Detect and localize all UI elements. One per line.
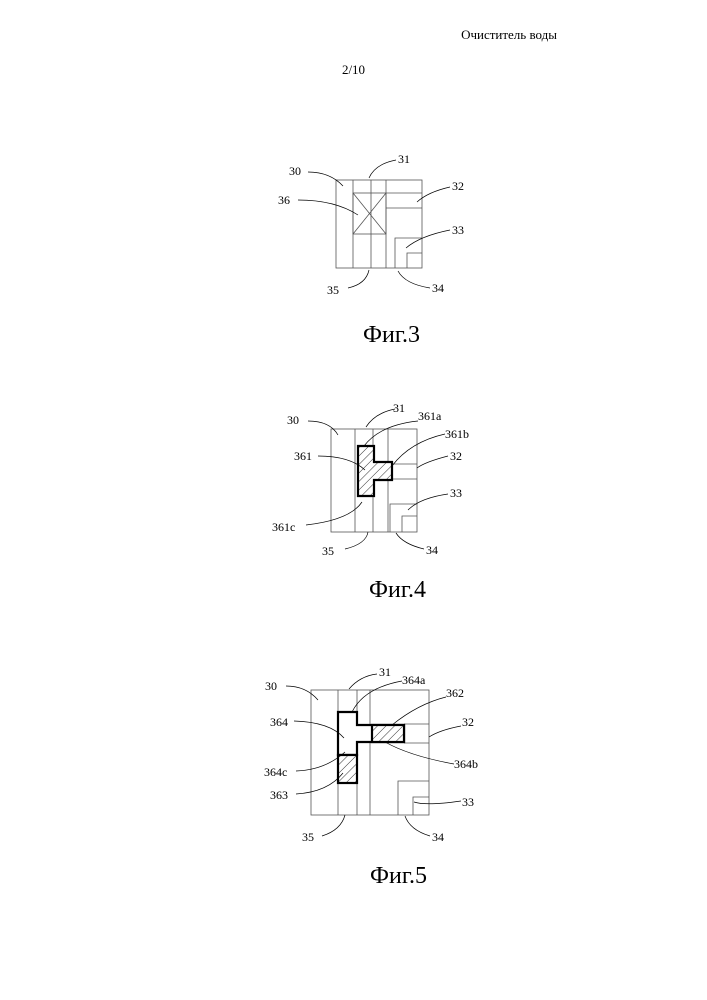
fig4-label-35: 35 xyxy=(322,544,334,558)
fig3-body xyxy=(336,180,422,268)
fig4-label-33: 33 xyxy=(450,486,462,500)
fig3-label-35: 35 xyxy=(327,283,339,297)
fig3-label-32: 32 xyxy=(452,179,464,193)
figure-3-caption: Фиг.3 xyxy=(38,322,707,349)
fig5-label-364b: 364b xyxy=(454,757,478,771)
fig4-label-32: 32 xyxy=(450,449,462,463)
figure-4-caption: Фиг.4 xyxy=(44,577,707,604)
fig5-label-364a: 364a xyxy=(402,673,426,687)
fig5-label-364: 364 xyxy=(270,715,288,729)
fig3-label-30: 30 xyxy=(289,164,301,178)
fig5-label-31: 31 xyxy=(379,665,391,679)
fig5-label-364c: 364c xyxy=(264,765,287,779)
fig5-label-35: 35 xyxy=(302,830,314,844)
fig5-hatched-block-363 xyxy=(338,755,357,783)
fig3-leaders xyxy=(298,160,450,288)
fig5-label-34: 34 xyxy=(432,830,444,844)
fig5-body xyxy=(311,690,429,815)
page-number: 2/10 xyxy=(0,62,707,78)
fig3-label-33: 33 xyxy=(452,223,464,237)
fig5-leaders xyxy=(286,674,461,836)
fig5-label-33: 33 xyxy=(462,795,474,809)
fig4-label-30: 30 xyxy=(287,413,299,427)
fig5-hatched-block-362 xyxy=(372,725,404,742)
figure-4-drawing: 30 31 361a 361b 361 32 33 361c 35 34 xyxy=(0,390,707,570)
fig3-label-34: 34 xyxy=(432,281,444,295)
fig5-label-363: 363 xyxy=(270,788,288,802)
figure-3-drawing: 30 31 32 36 33 35 34 xyxy=(0,140,707,310)
fig3-label-31: 31 xyxy=(398,152,410,166)
fig4-label-361a: 361a xyxy=(418,409,442,423)
document-title: Очиститель воды xyxy=(461,27,557,43)
fig5-label-32: 32 xyxy=(462,715,474,729)
fig4-label-361: 361 xyxy=(294,449,312,463)
figure-5-drawing: 30 31 364a 362 364 32 364c 364b 363 33 3… xyxy=(0,655,707,855)
fig4-label-31: 31 xyxy=(393,401,405,415)
fig5-label-362: 362 xyxy=(446,686,464,700)
fig4-t-block-361 xyxy=(358,446,392,496)
figure-5-caption: Фиг.5 xyxy=(45,863,707,890)
fig4-label-361c: 361c xyxy=(272,520,295,534)
fig5-label-30: 30 xyxy=(265,679,277,693)
fig4-label-361b: 361b xyxy=(445,427,469,441)
fig3-label-36: 36 xyxy=(278,193,290,207)
fig4-label-34: 34 xyxy=(426,543,438,557)
